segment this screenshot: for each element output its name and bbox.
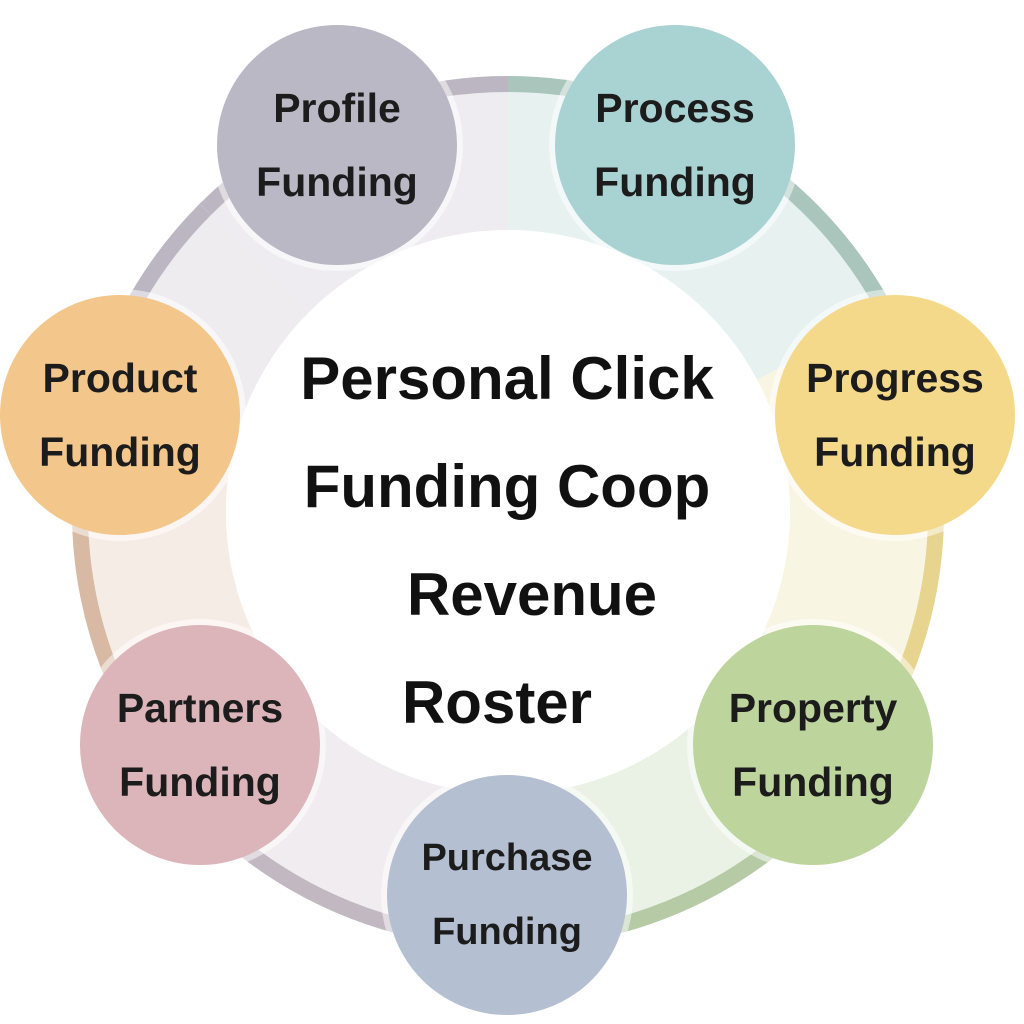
node-label: Property xyxy=(728,685,898,731)
center-circle xyxy=(226,230,790,794)
node-label: Partners xyxy=(116,685,284,731)
node-purchase-funding: Purchase Funding xyxy=(387,775,627,1015)
node-property-funding: Property Funding xyxy=(693,625,933,865)
node-process-funding: Process Funding xyxy=(555,25,795,265)
center-title-line-1: Personal Click xyxy=(300,345,714,412)
node-label: Profile xyxy=(273,85,401,131)
node-label: Funding xyxy=(256,159,418,205)
center-title-line-4: Roster xyxy=(401,669,593,736)
node-label: Progress xyxy=(806,355,984,401)
center-title: Personal Click Funding Coop Revenue Rost… xyxy=(237,325,777,757)
node-label: Funding xyxy=(814,429,976,475)
node-product-funding: Product Funding xyxy=(0,295,240,535)
node-label: Funding xyxy=(732,759,894,805)
node-partners-funding: Partners Funding xyxy=(80,625,320,865)
node-profile-funding: Profile Funding xyxy=(217,25,457,265)
node-label: Funding xyxy=(432,911,582,953)
node-label: Product xyxy=(42,355,198,401)
node-label: Purchase xyxy=(421,837,593,879)
node-label: Process xyxy=(595,85,755,131)
node-label: Funding xyxy=(594,159,756,205)
node-label: Funding xyxy=(119,759,281,805)
center-title-line-3: Revenue xyxy=(406,561,658,628)
node-progress-funding: Progress Funding xyxy=(775,295,1015,535)
node-label: Funding xyxy=(39,429,201,475)
center-title-line-2: Funding Coop xyxy=(303,453,711,520)
